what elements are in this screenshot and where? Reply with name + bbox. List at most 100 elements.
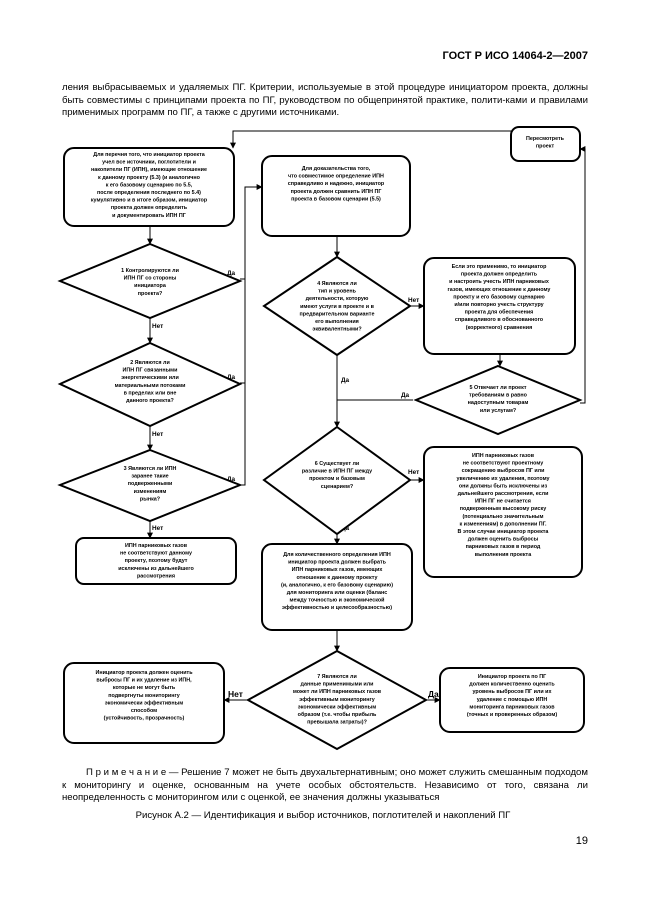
box-quant-text-line: между точностью и экономической	[290, 597, 385, 604]
box-adjust-text-line: проекту и его базовому сценарию	[453, 293, 545, 300]
d4-text-line: тип и уровень	[318, 289, 357, 295]
box-left-text-line: которые не могут быть	[113, 684, 176, 691]
box-nodiff-text-line: парниковых газов в период	[466, 544, 541, 550]
box-left-text-line: подвергнуты мониторингу	[108, 693, 180, 699]
box-adjust-text-line: и/или повторно учесть структуру	[454, 302, 543, 308]
box-cmp-text-line: что совместимое определение ИПН	[288, 174, 384, 180]
d1-text-line: инициатора	[134, 283, 167, 289]
box-adjust-text-line: Если это применимо, то инициатор	[452, 264, 547, 270]
box-left-text-line: экономически эффективным	[105, 699, 183, 706]
box-excl-text-line: не соответствуют данному	[120, 551, 192, 557]
box-adjust	[423, 257, 576, 355]
box-quant-text-line: ИПН парниковых газов, имеющих	[292, 567, 383, 573]
decision-4	[262, 255, 412, 357]
box-quant-text-line: эффективностью и целесообразностью)	[282, 604, 392, 611]
box-start-text-line: проекта должен определить	[111, 205, 188, 211]
d4-text-line: его выполнения	[315, 319, 359, 325]
box-nodiff-text-line: ИПН ПГ не считается	[475, 499, 531, 505]
d7-text-line: эффективным мониторингу	[299, 696, 374, 703]
box-start-text-line: учел все источники, поглотители и	[102, 160, 196, 166]
d2-text-line: 2 Являются ли	[130, 360, 170, 366]
connectors	[147, 130, 586, 703]
d1-text-line: ИПН ПГ со стороны	[124, 276, 177, 282]
decision-6	[262, 425, 412, 536]
box-right-text-line: Инициатор проекта по ПГ	[478, 674, 546, 680]
box-review	[510, 126, 581, 162]
box-left-text-line: Инициатор проекта должен оценить	[95, 670, 193, 676]
d3-text-line: изменениям	[134, 489, 167, 495]
node-text: Для перечня того, что инициатор проекта у…	[91, 136, 565, 726]
box-nodiff-text-line: дальнейшего рассмотрения, если	[458, 490, 549, 497]
box-nodiff-text-line: сокращению выбросов ПГ или	[462, 467, 545, 474]
box-nodiff-text-line: увеличению их удаления, поэтому	[456, 476, 549, 482]
box-quant-text-line: инициатор проекта должен выбрать	[288, 559, 387, 566]
box-start-text-line: после определения последнего по 5.4)	[97, 190, 201, 196]
box-left-text-line: (устойчивость, прозрачность)	[104, 715, 185, 722]
label-no: Нет	[152, 431, 163, 438]
box-left-text-line: выбросы ПГ и их удаление из ИПН,	[96, 677, 192, 684]
d5-text-line: требованиям в равно	[469, 392, 528, 399]
box-right-text-line: (точных и проверенных образом)	[467, 711, 558, 718]
d2-text-line: в пределах или вне	[124, 390, 177, 396]
box-start-text-line: Для перечня того, что инициатор проекта	[93, 152, 205, 158]
label-no: Нет	[408, 297, 419, 304]
box-nodiff-text-line: подверженным высокому риску	[460, 506, 546, 512]
d5-text-line: надоступным товарам	[468, 400, 529, 406]
label-yes: Да	[341, 377, 350, 384]
box-cmp-text-line: справедливо и надежно, инициатор	[288, 181, 385, 187]
d2-text-line: материальными потоками	[115, 383, 186, 389]
d4-text-line: имеют услуги в проекте и в	[300, 304, 374, 310]
box-quant-text-line: Для количественного определения ИПН	[283, 552, 391, 558]
d4-text-line: предварительном варианте	[300, 311, 375, 317]
box-start-text-line: к данному проекту (5.3) (и аналогично	[98, 175, 201, 181]
d3-text-line: подверженными	[128, 481, 173, 487]
box-estimate	[63, 662, 225, 744]
d7-text-line: может ли ИПН парниковых газов	[293, 689, 382, 695]
box-right-text-line: удаление с помощью ИПН	[477, 697, 548, 703]
label-yes: Да	[401, 392, 410, 399]
box-start-text-line: к его базовому сценарию по 5.5,	[106, 181, 193, 188]
d4-text-line: деятельности, которую	[306, 296, 369, 302]
box-excl-text-line: проекту, поэтому будут	[125, 557, 188, 564]
d2-text-line: энергетическими или	[121, 375, 179, 381]
box-compare	[261, 155, 411, 237]
box-right-text-line: мониторинга парниковых газов	[469, 704, 555, 710]
intro-paragraph: ления выбрасываемых и удаляемых ПГ. Крит…	[62, 82, 588, 119]
d2-text-line: данного проекта?	[126, 398, 174, 404]
d7-text-line: превышала затраты)?	[307, 720, 367, 726]
box-adjust-text-line: проекта должен определить	[461, 272, 538, 278]
box-start-text-line: кумулятивно и в итоге образом, инициатор	[91, 197, 208, 204]
box-cmp-text-line: проекта должен сравнить ИПН ПГ	[291, 189, 382, 195]
box-start	[63, 147, 235, 227]
d3-text-line: рынка?	[140, 496, 160, 502]
d2-text-line: ИПН ПГ связанными	[123, 368, 178, 374]
decision-1	[57, 242, 243, 320]
box-adjust-text-line: справедливого в обоснованного	[455, 316, 544, 323]
page-number: 19	[575, 835, 588, 847]
box-quant-text-line: отношение к данному проекту	[297, 575, 378, 581]
label-yes: Да	[227, 374, 236, 381]
d6-text-line: проектом и базовым	[309, 475, 365, 482]
d4-text-line: эквивалентными?	[312, 327, 361, 333]
box-start-text-line: накопители ПГ (ИПН), имеющие отношение	[91, 167, 207, 173]
label-no: Нет	[408, 469, 419, 476]
d6-text-line: различие в ИПН ПГ между	[302, 469, 372, 475]
label-no: Нет	[152, 525, 163, 532]
d1-text-line: проекта?	[138, 291, 162, 297]
decision-5	[413, 364, 583, 436]
label-no: Нет	[152, 323, 163, 330]
box-excl-text-line: ИПН парниковых газов	[125, 543, 188, 549]
box-nodiff-text-line: ИПН парниковых газов	[472, 453, 535, 459]
box-adjust-text-line: газов, имеющих отношение к данному	[448, 287, 551, 293]
d6-text-line: 6 Существует ли	[315, 461, 359, 467]
d3-text-line: 3 Являются ли ИПН	[124, 466, 177, 472]
d5-text-line: или услугам?	[480, 408, 516, 414]
box-excl-text-line: рассмотрения	[137, 573, 175, 579]
label-yes: Да	[227, 476, 236, 483]
box-exclude	[75, 537, 237, 585]
box-monitor	[439, 667, 585, 733]
box-cmp-text-line: проекта в базовом сценарии (5.5)	[291, 195, 381, 202]
d7-text-line: 7 Являются ли	[317, 674, 357, 680]
box-quant-text-line: (и, аналогично, к его базовому сценарию)	[281, 581, 393, 588]
